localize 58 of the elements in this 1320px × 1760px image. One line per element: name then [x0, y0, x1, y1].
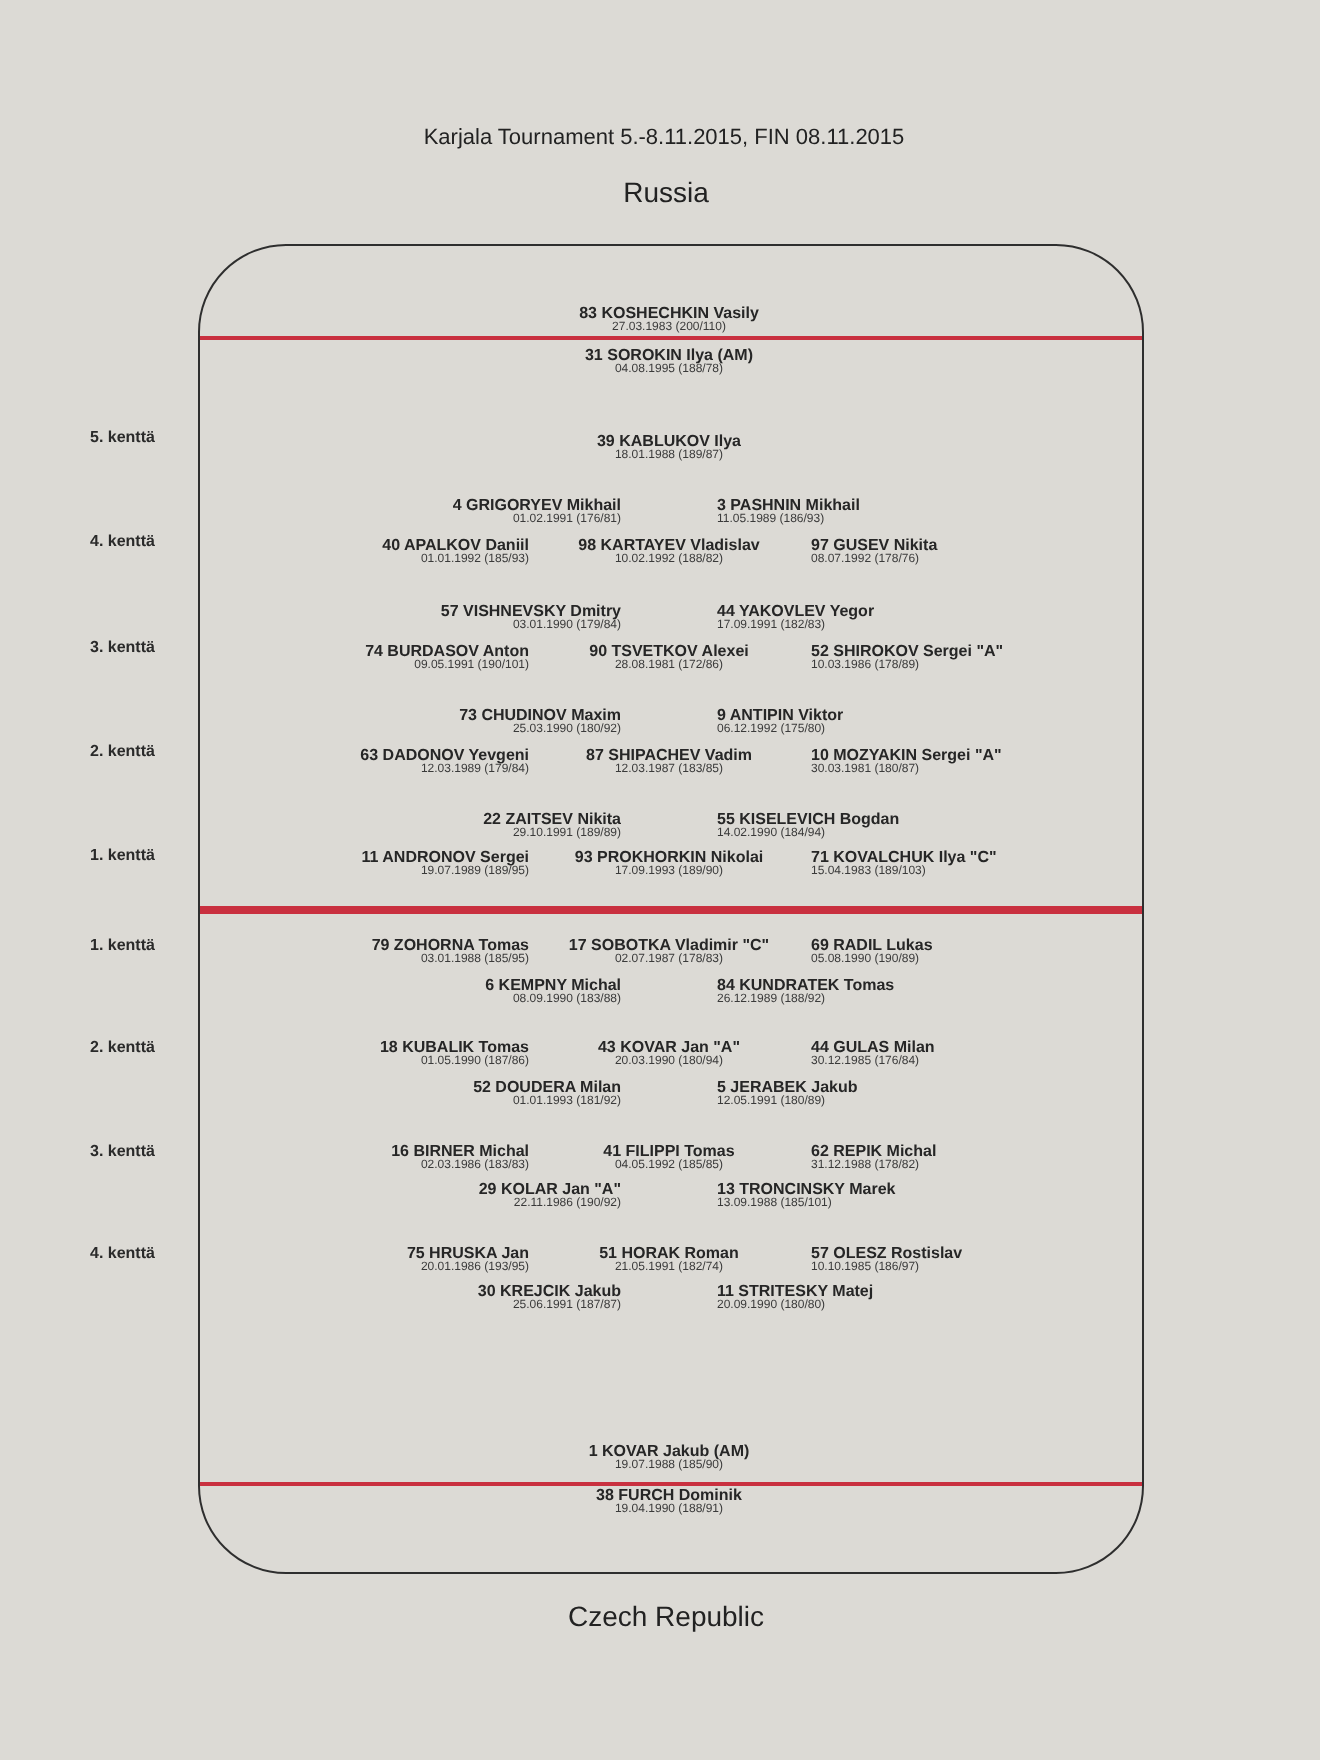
diagram-title: Karjala Tournament 5.-8.11.2015, FIN 08.11.2015 — [423, 124, 905, 152]
player-name: 90 TSVETKOV Alexei — [589, 642, 749, 660]
player-name: 52 SHIROKOV Sergei "A" — [811, 642, 1004, 660]
player-name: 57 VISHNEVSKY Dmitry — [440, 602, 621, 620]
player-name: 84 KUNDRATEK Tomas — [717, 976, 895, 994]
line-label: 3. kenttä — [90, 638, 155, 658]
player-name: 29 KOLAR Jan "A" — [478, 1180, 621, 1198]
player-name: 43 KOVAR Jan "A" — [597, 1038, 740, 1056]
team-name: Czech Republic — [567, 1598, 765, 1634]
player-name: 63 DADONOV Yevgeni — [360, 746, 529, 764]
line-label: 2. kenttä — [90, 1038, 155, 1058]
player-name: 5 JERABEK Jakub — [717, 1078, 858, 1096]
player-name: 41 FILIPPI Tomas — [603, 1142, 735, 1160]
rink-outline — [198, 244, 1144, 1574]
player-name: 1 KOVAR Jakub (AM) — [588, 1442, 750, 1460]
line-label: 5. kenttä — [90, 428, 155, 448]
player-name: 74 BURDASOV Anton — [365, 642, 529, 660]
player-name: 10 MOZYAKIN Sergei "A" — [811, 746, 1002, 764]
line-label: 1. kenttä — [90, 936, 155, 956]
player-name: 30 KREJCIK Jakub — [477, 1282, 621, 1300]
line-label: 1. kenttä — [90, 846, 155, 866]
player-name: 31 SOROKIN Ilya (AM) — [584, 346, 753, 364]
player-name: 39 KABLUKOV Ilya — [596, 432, 742, 450]
player-name: 11 STRITESKY Matej — [717, 1282, 874, 1300]
player-name: 57 OLESZ Rostislav — [811, 1244, 963, 1262]
player-name: 62 REPIK Michal — [811, 1142, 937, 1160]
team-name: Russia — [623, 174, 709, 210]
player-name: 6 KEMPNY Michal — [485, 976, 621, 994]
player-name: 13 TRONCINSKY Marek — [717, 1180, 896, 1198]
player-name: 73 CHUDINOV Maxim — [459, 706, 621, 724]
player-name: 51 HORAK Roman — [599, 1244, 739, 1262]
player-name: 9 ANTIPIN Viktor — [717, 706, 844, 724]
player-name: 98 KARTAYEV Vladislav — [578, 536, 760, 554]
player-name: 55 KISELEVICH Bogdan — [717, 810, 900, 828]
player-name: 44 GULAS Milan — [811, 1038, 935, 1056]
player-name: 40 APALKOV Daniil — [382, 536, 529, 554]
player-name: 52 DOUDERA Milan — [473, 1078, 621, 1096]
player-name: 3 PASHNIN Mikhail — [717, 496, 860, 514]
player-name: 38 FURCH Dominik — [596, 1486, 742, 1504]
player-name: 71 KOVALCHUK Ilya "C" — [811, 848, 997, 866]
line-label: 3. kenttä — [90, 1142, 155, 1162]
player-name: 93 PROKHORKIN Nikolai — [574, 848, 764, 866]
player-name: 87 SHIPACHEV Vadim — [586, 746, 752, 764]
player-name: 97 GUSEV Nikita — [811, 536, 938, 554]
player-name: 22 ZAITSEV Nikita — [483, 810, 621, 828]
player-name: 4 GRIGORYEV Mikhail — [452, 496, 621, 514]
player-name: 16 BIRNER Michal — [391, 1142, 529, 1160]
player-name: 83 KOSHECHKIN Vasily — [579, 304, 759, 322]
player-name: 17 SOBOTKA Vladimir "C" — [568, 936, 770, 954]
player-name: 11 ANDRONOV Sergei — [361, 848, 529, 866]
line-label: 2. kenttä — [90, 742, 155, 762]
line-label: 4. kenttä — [90, 1244, 155, 1264]
player-name: 69 RADIL Lukas — [811, 936, 933, 954]
player-name: 44 YAKOVLEV Yegor — [717, 602, 875, 620]
player-name: 18 KUBALIK Tomas — [379, 1038, 529, 1056]
player-name: 79 ZOHORNA Tomas — [371, 936, 529, 954]
line-label: 4. kenttä — [90, 532, 155, 552]
player-name: 75 HRUSKA Jan — [406, 1244, 529, 1262]
